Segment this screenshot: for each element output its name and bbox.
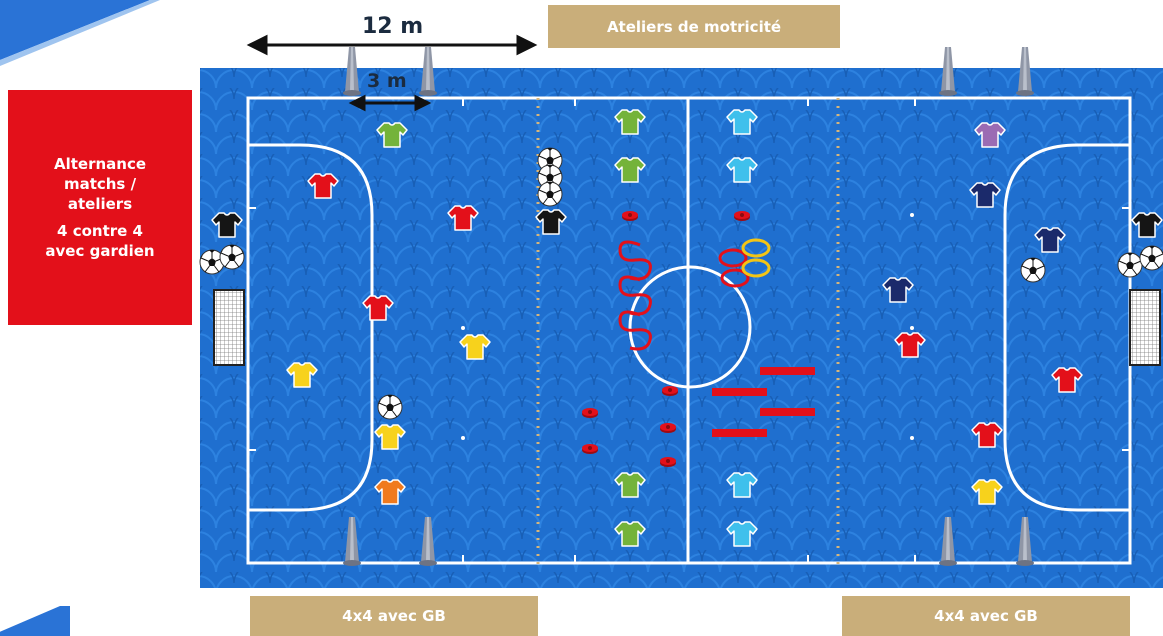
ball-icon <box>219 244 245 270</box>
goal-icon <box>213 289 245 366</box>
ball-icon <box>1020 257 1046 283</box>
ball-icon <box>1117 252 1143 278</box>
ring-icon <box>741 258 771 278</box>
court-surface <box>200 68 1163 588</box>
format-text: 4 contre 4 avec gardien <box>45 221 155 260</box>
marker-icon <box>582 444 598 454</box>
width-dimension-label: 12 m <box>362 14 424 39</box>
ball-icon <box>1139 245 1163 271</box>
ball-icon <box>537 181 563 207</box>
ring-group <box>718 238 771 288</box>
goal-icon <box>1129 289 1161 366</box>
corner-decoration-top <box>0 0 160 66</box>
marker-icon <box>662 386 678 396</box>
marker-icon <box>660 457 676 467</box>
workshop-title-banner: Ateliers de motricité <box>548 5 840 48</box>
agility-bars <box>712 367 815 437</box>
left-match-label: 4x4 avec GB <box>342 607 446 625</box>
marker-icon <box>734 211 750 221</box>
line-ticks <box>248 98 1130 563</box>
marker-icon <box>622 211 638 221</box>
width-arrow <box>246 34 538 56</box>
ring-icon <box>718 248 748 268</box>
ring-icon <box>741 238 771 258</box>
hurdle-icon <box>618 240 652 351</box>
left-match-banner: 4x4 avec GB <box>250 596 538 636</box>
session-info-panel: Alternance matchs / ateliers 4 contre 4 … <box>8 90 192 325</box>
marker-icon <box>660 423 676 433</box>
corner-decoration-bottom <box>0 606 70 636</box>
workshop-title: Ateliers de motricité <box>606 17 782 36</box>
alternance-text: Alternance matchs / ateliers <box>53 154 147 214</box>
zone-dividers <box>536 98 840 566</box>
ring-icon <box>720 268 750 288</box>
futsal-court-diagram <box>199 34 1163 588</box>
marker-icon <box>582 408 598 418</box>
right-match-label: 4x4 avec GB <box>934 607 1038 625</box>
spacing-arrow <box>348 94 432 112</box>
right-match-banner: 4x4 avec GB <box>842 596 1130 636</box>
ball-icon <box>377 394 403 420</box>
spacing-dimension-label: 3 m <box>367 70 407 92</box>
